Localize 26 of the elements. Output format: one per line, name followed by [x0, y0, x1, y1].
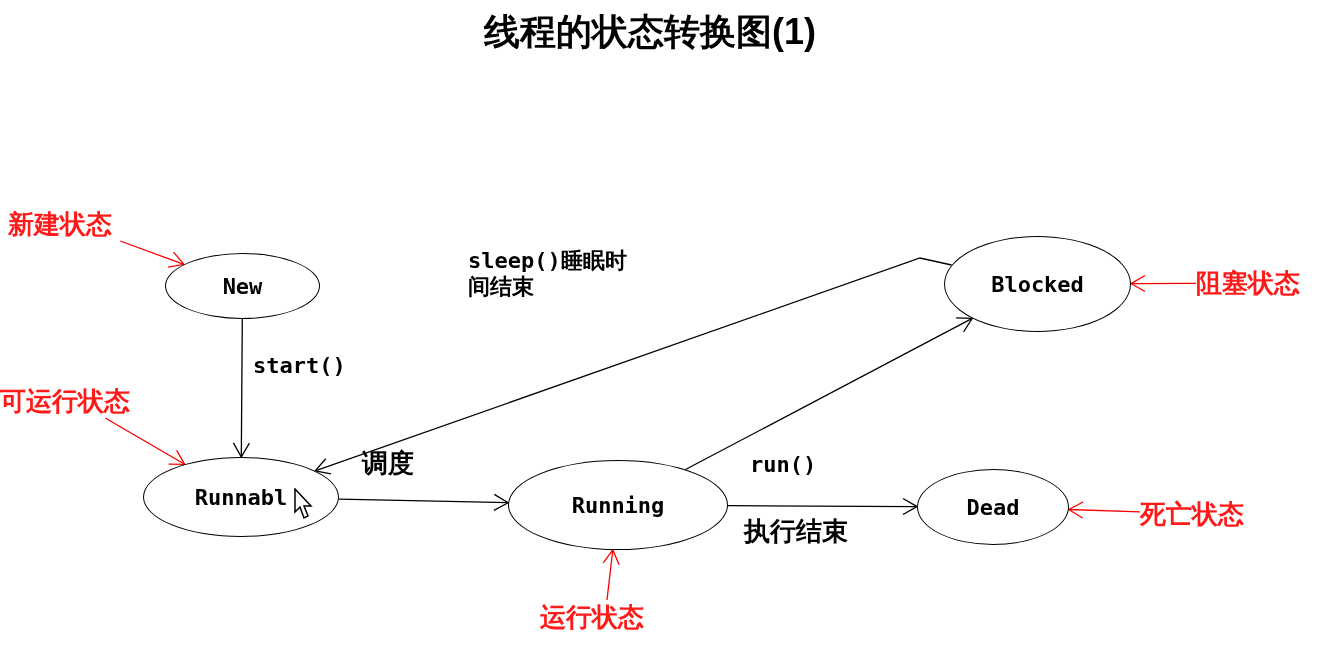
state-annotation: 可运行状态: [0, 384, 152, 418]
state-annotation: 死亡状态: [1140, 497, 1270, 531]
arrow: [602, 549, 620, 601]
state-ellipse: Blocked: [944, 236, 1131, 332]
state-annotation: 阻塞状态: [1196, 266, 1321, 300]
state-ellipse: Running: [508, 460, 728, 550]
arrow: [727, 497, 918, 516]
arrow: [1130, 274, 1197, 293]
title: 线程的状态转换图(1): [482, 14, 817, 50]
text-label: 执行结束: [744, 518, 848, 544]
arrow: [338, 493, 509, 512]
state-ellipse: New: [165, 253, 320, 319]
arrow: [1068, 501, 1141, 519]
arrow: [104, 417, 186, 465]
state-annotation: 新建状态: [8, 207, 140, 241]
arrow: [314, 257, 953, 475]
state-ellipse: Dead: [917, 469, 1069, 545]
edge-label: run(): [750, 452, 818, 478]
arrow: [232, 318, 251, 458]
arrow: [119, 240, 185, 268]
edge-label: sleep()睡眠时间结束: [468, 248, 628, 300]
state-annotation: 运行状态: [540, 600, 670, 634]
text-label: 调度: [362, 450, 414, 476]
state-ellipse: Runnabl: [143, 457, 339, 537]
arrow: [684, 317, 973, 471]
edge-label: start(): [253, 353, 347, 379]
